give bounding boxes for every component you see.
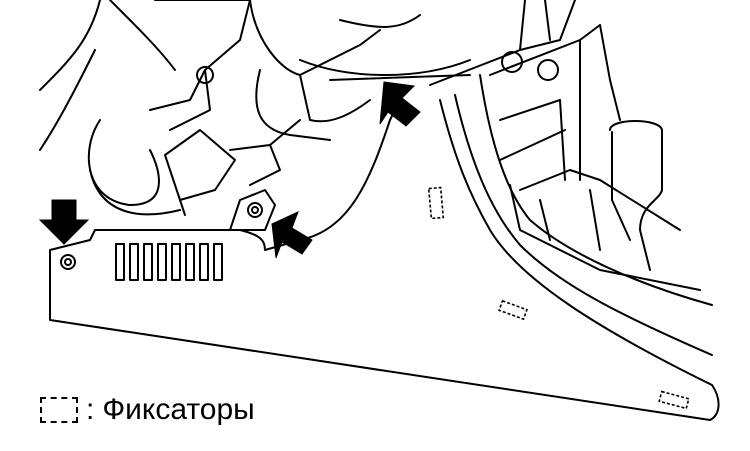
upper-frame-line [299,14,471,81]
gear-shift-lever [609,120,663,271]
console-side [559,24,621,181]
dashed-rectangle-icon [658,390,690,410]
console-knob-2 [537,59,559,81]
console-knob-1 [501,51,523,73]
dashed-rectangle-icon [427,186,445,220]
screw-icon [247,202,263,218]
column-bolt-head [196,66,214,84]
lower-trim-panel [49,99,720,421]
column-cover [249,0,381,123]
arrow-icon [271,211,313,259]
steering-column-body [149,0,251,131]
legend: : Фиксаторы [40,390,255,430]
connector-block [164,129,236,216]
arrow-icon [38,199,90,245]
dashed-rectangle-icon [498,299,528,321]
legend-label: Фиксаторы [102,393,255,426]
arrow-icon [379,81,421,127]
cover-lower [255,69,331,141]
trim-panel-inner-edge-2 [479,74,713,306]
legend-separator: : [86,393,95,426]
wiring-harness [87,119,181,216]
steering-column-outline [39,0,176,151]
dashed-rectangle-icon [40,397,78,423]
vent-grille [115,243,223,281]
lower-console-lines [509,184,701,291]
screw-icon [60,254,76,270]
bracket [229,119,301,186]
mount-tab [229,189,276,231]
top-right-frame [429,0,576,86]
trim-panel-inner-edge [454,94,713,356]
